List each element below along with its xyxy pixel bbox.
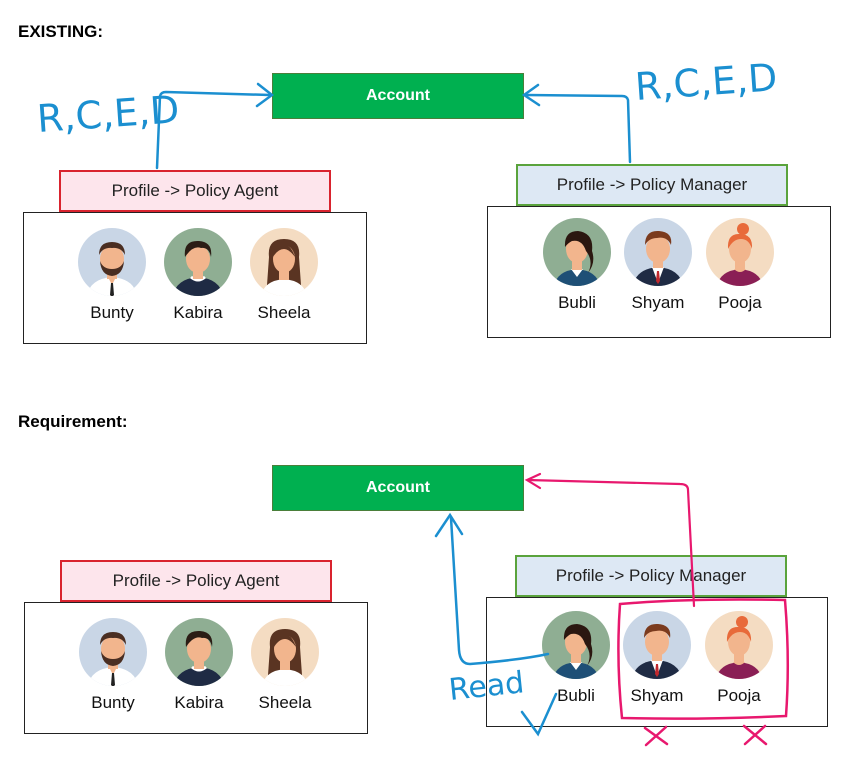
deny-x-icon (643, 725, 669, 747)
woman-curly-avatar-icon (541, 610, 611, 680)
existing-heading: EXISTING: (18, 22, 104, 41)
person-bubli: Bubli (540, 610, 612, 706)
managers-group-requirement: Bubli Shyam Pooja (486, 597, 828, 727)
woman-avatar-icon (249, 227, 319, 297)
person-name: Pooja (718, 293, 762, 312)
person-pooja: Pooja (704, 217, 776, 313)
young-man-avatar-icon (163, 227, 233, 297)
agent-to-account-arrow-icon (155, 90, 272, 170)
person-name: Shyam (630, 686, 684, 705)
woman-avatar-icon (250, 617, 320, 687)
man-bearded-avatar-icon (78, 617, 148, 687)
person-name: Bubli (557, 686, 595, 705)
account-box-existing: Account (272, 73, 524, 119)
arrowhead-icon (255, 82, 275, 108)
person-kabira: Kabira (162, 227, 234, 323)
agents-group-requirement: Bunty Kabira Sheela (24, 602, 368, 734)
woman-curly-avatar-icon (542, 217, 612, 287)
profile-policy-manager-existing: Profile -> Policy Manager (516, 164, 788, 206)
person-name: Sheela (257, 303, 311, 322)
arrowhead-icon (524, 472, 542, 490)
man-bearded-avatar-icon (77, 227, 147, 297)
agents-group-existing: Bunty Kabira Sheela (23, 212, 367, 344)
young-man-avatar-icon (164, 617, 234, 687)
person-pooja: Pooja (703, 610, 775, 706)
woman-bun-avatar-icon (704, 610, 774, 680)
person-name: Pooja (717, 686, 761, 705)
manager-to-account-arrow-icon (524, 93, 632, 164)
person-shyam: Shyam (621, 610, 693, 706)
person-sheela: Sheela (248, 227, 320, 323)
person-name: Bubli (558, 293, 596, 312)
person-kabira: Kabira (163, 617, 235, 713)
managers-group-existing: Bubli Shyam Pooja (487, 206, 831, 338)
arrowhead-icon (434, 512, 464, 538)
profile-policy-agent-existing: Profile -> Policy Agent (59, 170, 331, 212)
person-name: Bunty (91, 693, 135, 712)
arrowhead-icon (521, 83, 541, 107)
deny-x-icon (742, 724, 768, 746)
agent-permissions-annotation: R,C,E,D (36, 87, 181, 141)
person-sheela: Sheela (249, 617, 321, 713)
man-suit-avatar-icon (623, 217, 693, 287)
account-box-requirement: Account (272, 465, 524, 511)
manager-permissions-annotation: R,C,E,D (634, 55, 779, 109)
person-bunty: Bunty (76, 227, 148, 323)
person-name: Kabira (173, 303, 223, 322)
profile-policy-agent-requirement: Profile -> Policy Agent (60, 560, 332, 602)
profile-policy-manager-requirement: Profile -> Policy Manager (515, 555, 787, 597)
person-bubli: Bubli (541, 217, 613, 313)
person-name: Kabira (174, 693, 224, 712)
person-shyam: Shyam (622, 217, 694, 313)
requirement-heading: Requirement: (18, 412, 128, 431)
person-name: Bunty (90, 303, 134, 322)
woman-bun-avatar-icon (705, 217, 775, 287)
person-bunty: Bunty (77, 617, 149, 713)
person-name: Sheela (258, 693, 312, 712)
man-suit-avatar-icon (622, 610, 692, 680)
person-name: Shyam (631, 293, 685, 312)
